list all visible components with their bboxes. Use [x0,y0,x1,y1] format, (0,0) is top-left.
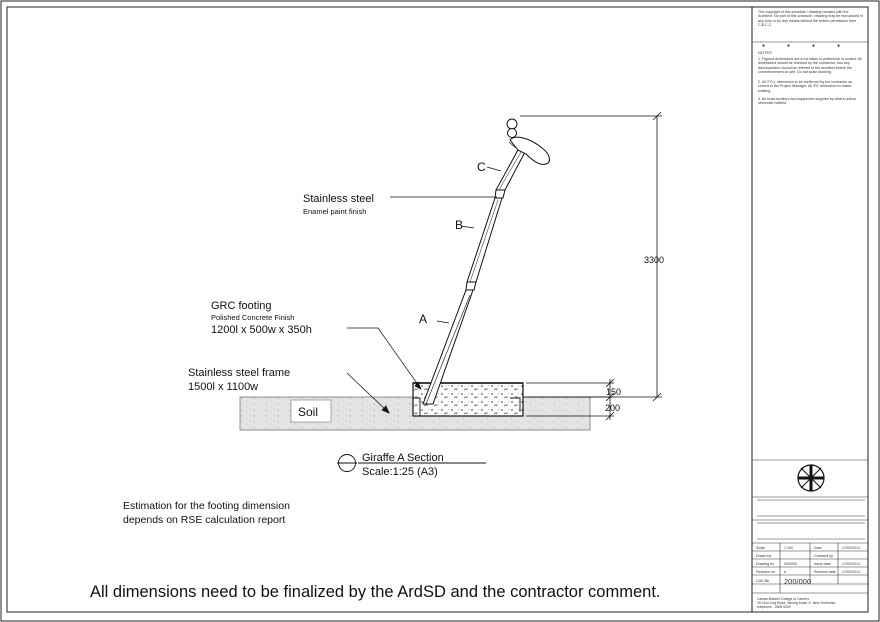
label-stainless-steel: Stainless steel [303,193,374,205]
title-row-revision: Revision no. A Revision date 17/02/2014 [756,570,860,574]
footer-note: All dimensions need to be finalized by t… [90,583,660,601]
legend-dot-1: ● [762,43,766,49]
label-frame-dims: 1500l x 1100w [188,381,258,393]
title-block: The copyright of this schedule / drawing… [752,7,868,612]
leader-lines [346,166,502,414]
section-marker [337,454,486,472]
soil-label-box [290,399,332,423]
estimation-note-line2: depends on RSE calculation report [123,514,285,526]
giraffe-pole [422,118,550,405]
label-polished-concrete: Polished Concrete Finish [211,313,294,322]
label-dim-150: 150 [606,387,621,397]
label-dim-height: 3300 [644,255,664,265]
copyright-notice: The copyright of this schedule / drawing… [758,10,864,27]
title-row-drawing-no: Drawing no. 000/000 Issue date 17/02/201… [756,562,860,566]
section-scale: Scale:1:25 (A3) [362,466,438,478]
college-logo [797,464,825,492]
label-footing-dims: 1200l x 500w x 350h [211,324,312,336]
label-segment-c: C [477,160,486,174]
label-segment-b: B [455,218,463,232]
label-segment-a: A [419,312,427,326]
title-row-cad-file: CAD file 200/000 [756,577,812,586]
notes-heading: NOTES [758,50,772,55]
legend-dot-2: ● [787,43,791,49]
section-title: Giraffe A Section [362,452,444,464]
label-soil: Soil [298,405,318,419]
steel-frame [412,383,521,416]
legend-dot-4: ● [837,43,841,49]
title-block-footer: Caritas Bianchi College of Careers 18 Ch… [757,597,836,609]
footing-dimensions [526,378,615,421]
note-item-3: 3. All loose furniture and equipment sup… [758,97,856,106]
label-dim-200: 200 [605,403,620,413]
label-steel-frame: Stainless steel frame [188,367,290,379]
legend-dot-3: ● [812,43,816,49]
title-row-scale: Scale 1:100 Date 17/02/2014 [756,546,860,550]
title-block-lines [752,41,868,594]
label-grc-footing: GRC footing [211,300,272,312]
label-enamel-paint: Enamel paint finish [303,207,366,216]
estimation-note-line1: Estimation for the footing dimension [123,500,290,512]
title-row-drawn: Drawn by Checked by [756,554,833,558]
inner-border [6,6,869,613]
note-item-1: 1. Figured dimensions are to be taken in… [758,57,862,74]
note-item-2: 2. All 'F.S.L' dimension to be confirmed… [758,80,853,93]
